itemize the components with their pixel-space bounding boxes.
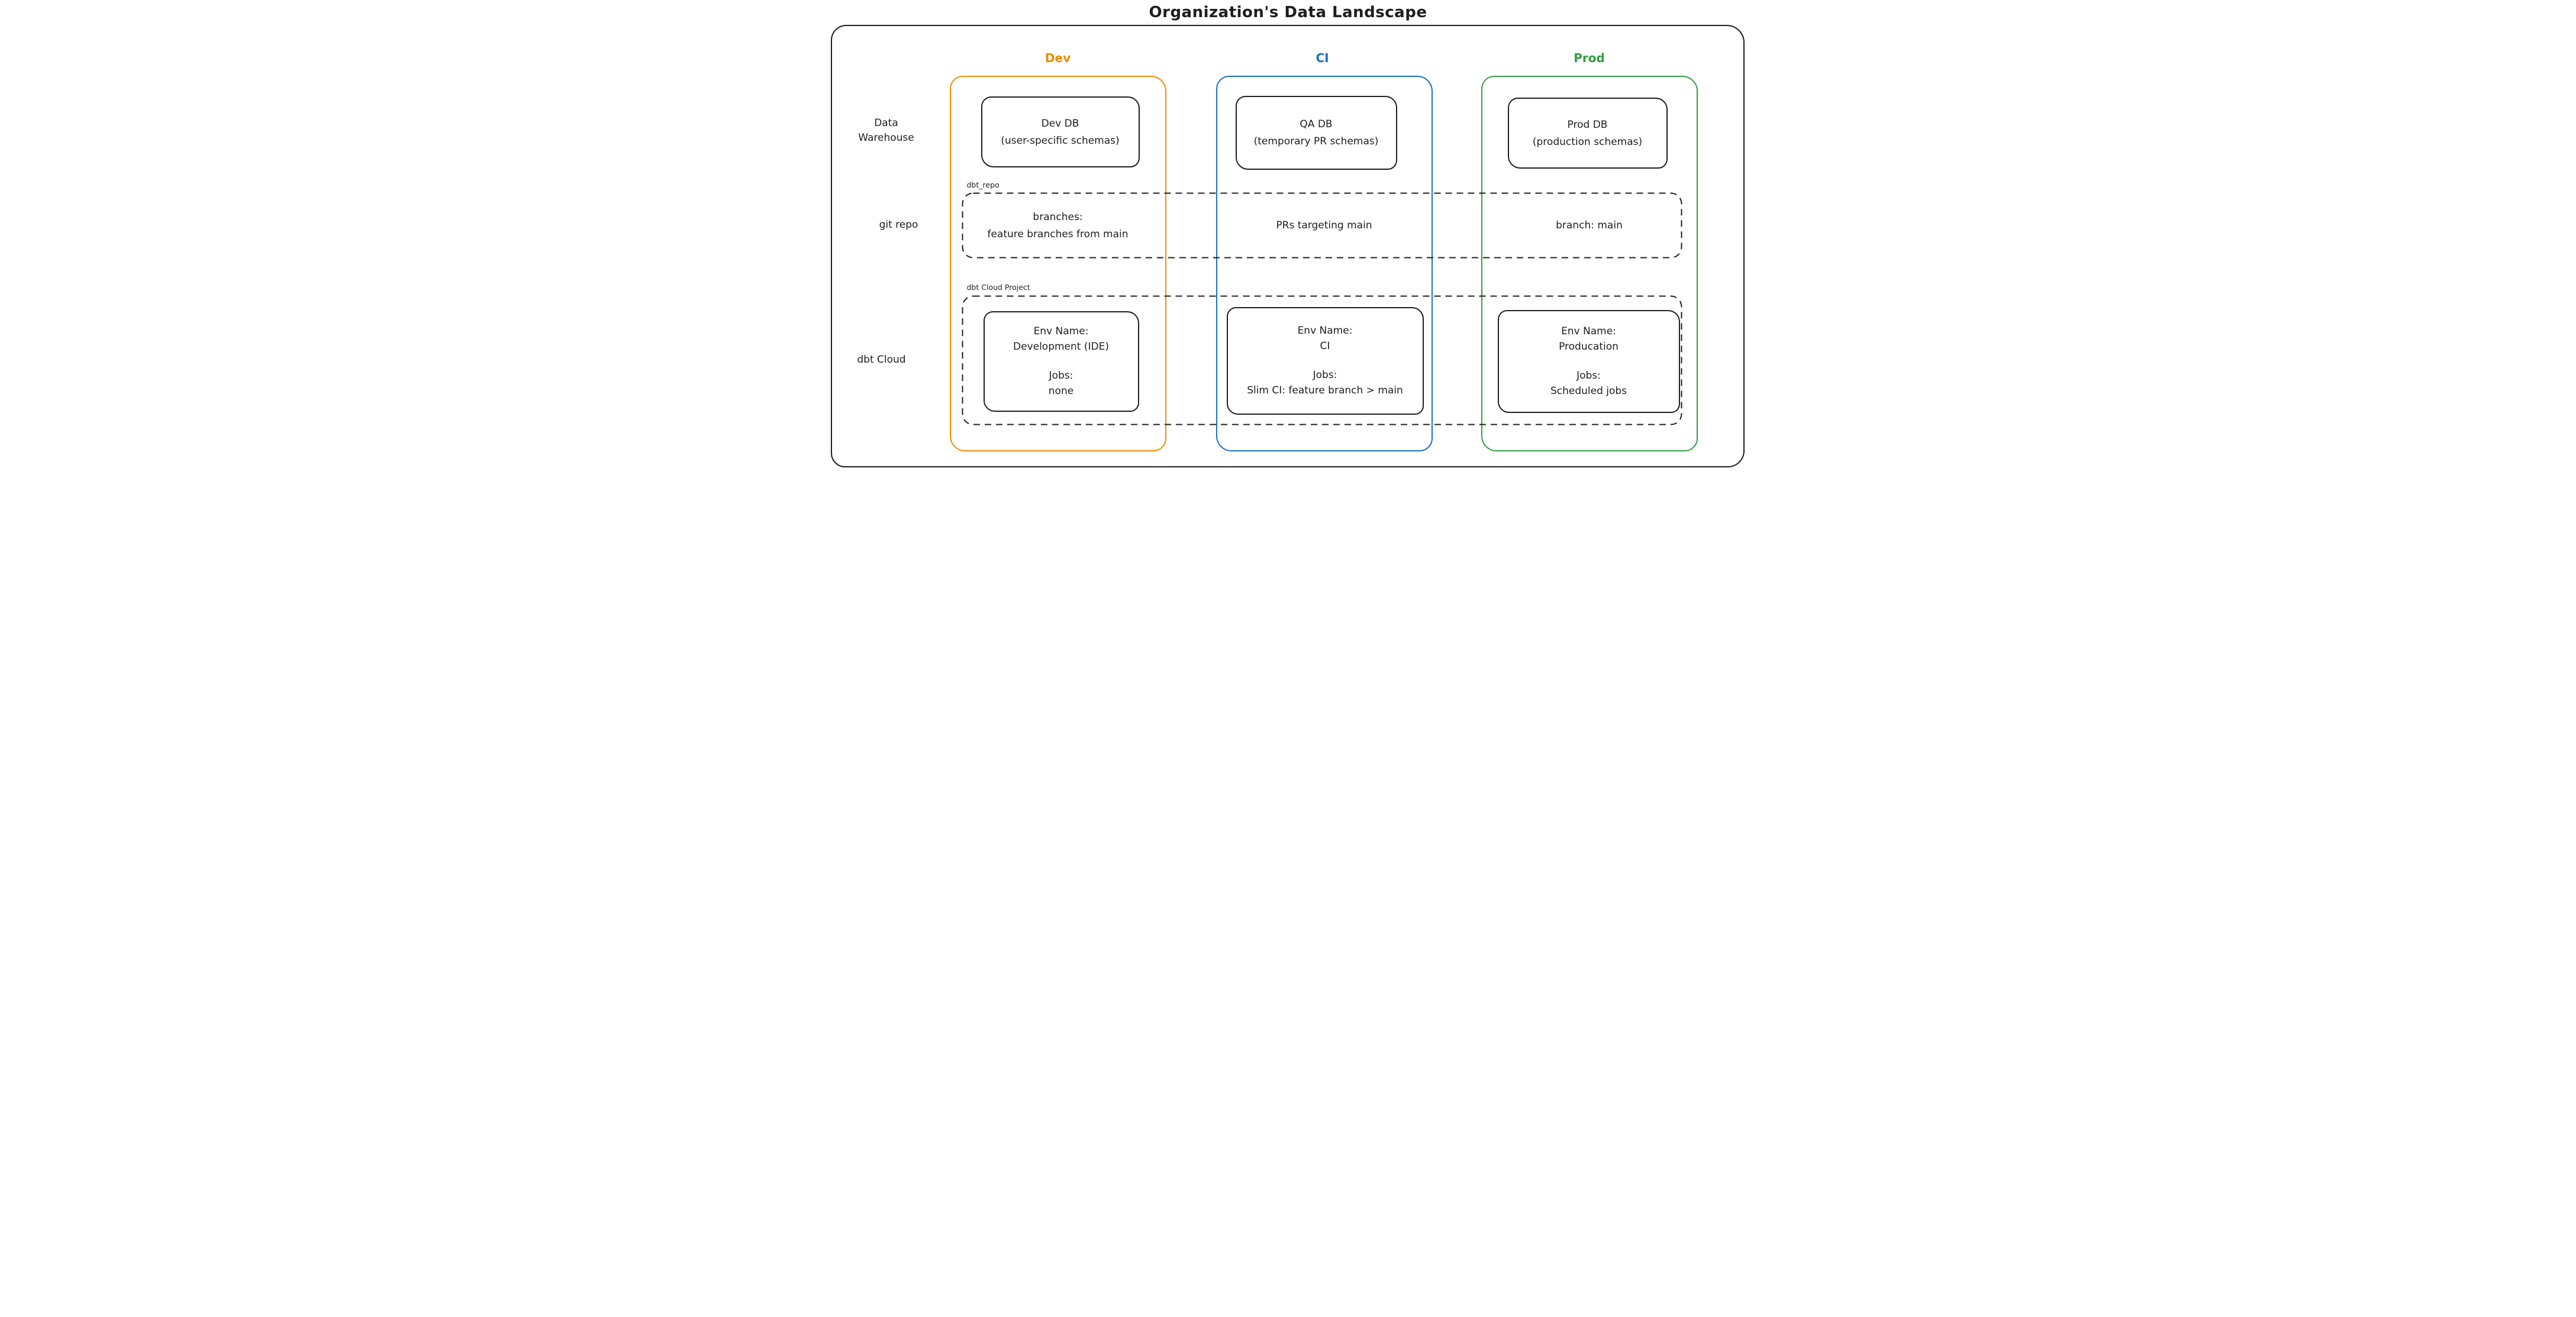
dev-column-box xyxy=(949,76,1166,451)
row-label-data-warehouse-line1: Data xyxy=(874,117,898,129)
ci-column-box xyxy=(1216,76,1433,451)
dev-env-label: Env Name: xyxy=(1033,325,1089,337)
prod-env-label: Env Name: xyxy=(1561,325,1616,337)
prod-jobs-label: Jobs: xyxy=(1576,370,1601,382)
ci-environment-box: Env Name: CI Jobs: Slim CI: feature bran… xyxy=(1226,307,1424,415)
ci-env-label: Env Name: xyxy=(1297,325,1353,337)
dbt-cloud-project-group-label: dbt Cloud Project xyxy=(966,283,1030,292)
prod-db-box: Prod DB (production schemas) xyxy=(1507,98,1668,169)
dev-git-line1: branches: xyxy=(1033,211,1083,223)
dev-jobs-group: Jobs: none xyxy=(1049,369,1073,399)
column-header-dev: Dev xyxy=(1044,51,1071,65)
dev-env-name: Development (IDE) xyxy=(1013,340,1109,353)
git-repo-group-label: dbt_repo xyxy=(966,180,1000,189)
dev-db-box: Dev DB (user-specific schemas) xyxy=(981,96,1140,167)
prod-git-cell: branch: main xyxy=(1481,192,1698,259)
qa-db-name: QA DB xyxy=(1300,118,1333,130)
ci-jobs-label: Jobs: xyxy=(1313,369,1337,381)
column-header-ci: CI xyxy=(1316,51,1329,65)
row-label-git-repo: git repo xyxy=(879,219,918,231)
column-header-prod: Prod xyxy=(1574,51,1605,65)
ci-git-cell: PRs targeting main xyxy=(1216,192,1433,259)
diagram-canvas: Organization's Data Landscape Dev CI Pro… xyxy=(824,0,1752,474)
diagram-title: Organization's Data Landscape xyxy=(1149,4,1427,21)
prod-db-detail: (production schemas) xyxy=(1532,135,1643,148)
dev-env-group: Env Name: Development (IDE) xyxy=(1013,324,1109,354)
ci-git-text: PRs targeting main xyxy=(1276,220,1372,231)
landscape-outer-box xyxy=(830,25,1745,467)
row-label-data-warehouse: Data Warehouse xyxy=(858,116,914,145)
prod-env-group: Env Name: Producation xyxy=(1559,324,1619,354)
dev-db-name: Dev DB xyxy=(1041,117,1079,130)
prod-column-box xyxy=(1481,76,1698,451)
prod-git-text: branch: main xyxy=(1556,220,1623,231)
ci-env-name: CI xyxy=(1320,340,1330,352)
prod-environment-box: Env Name: Producation Jobs: Scheduled jo… xyxy=(1497,310,1680,413)
prod-db-name: Prod DB xyxy=(1567,118,1608,131)
prod-jobs-group: Jobs: Scheduled jobs xyxy=(1550,369,1627,399)
prod-jobs-value: Scheduled jobs xyxy=(1550,385,1627,397)
dev-environment-box: Env Name: Development (IDE) Jobs: none xyxy=(983,311,1139,412)
row-label-dbt-cloud: dbt Cloud xyxy=(857,354,906,366)
ci-env-group: Env Name: CI xyxy=(1298,324,1353,354)
dev-db-detail: (user-specific schemas) xyxy=(1001,134,1120,147)
prod-env-name: Producation xyxy=(1559,340,1619,353)
ci-jobs-group: Jobs: Slim CI: feature branch > main xyxy=(1247,368,1403,398)
qa-db-box: QA DB (temporary PR schemas) xyxy=(1235,96,1397,170)
row-label-data-warehouse-line2: Warehouse xyxy=(858,131,914,144)
dev-jobs-value: none xyxy=(1048,385,1074,397)
dev-git-line2: feature branches from main xyxy=(987,228,1129,240)
ci-jobs-value: Slim CI: feature branch > main xyxy=(1247,384,1403,396)
qa-db-detail: (temporary PR schemas) xyxy=(1253,135,1379,147)
dev-jobs-label: Jobs: xyxy=(1049,370,1073,382)
dev-git-cell: branches: feature branches from main xyxy=(950,192,1166,259)
